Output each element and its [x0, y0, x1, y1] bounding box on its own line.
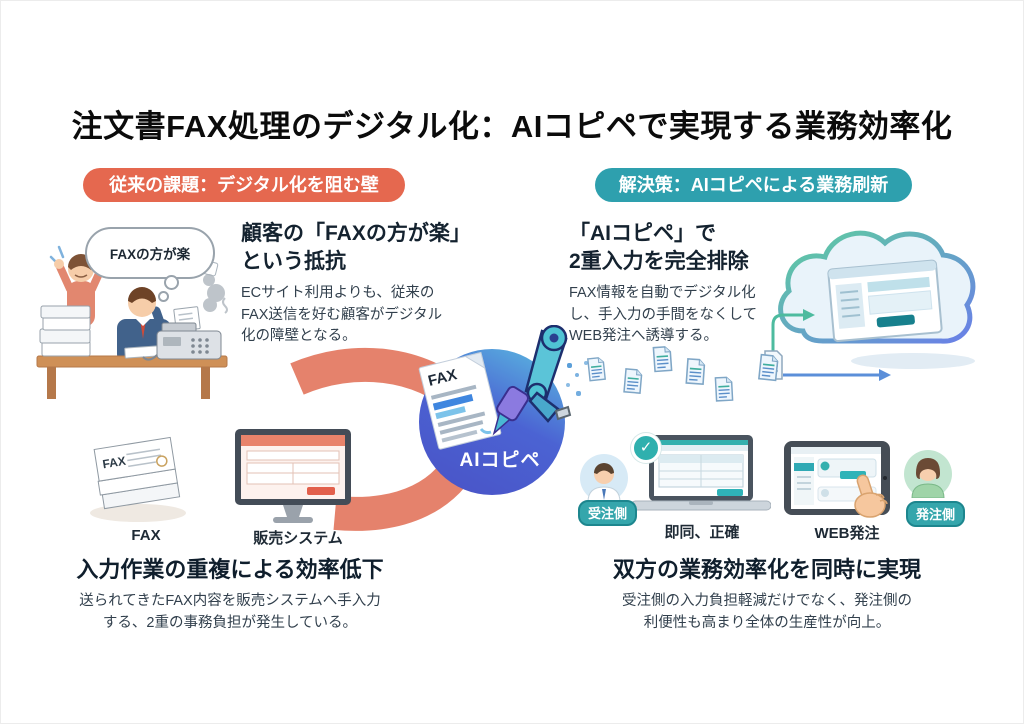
page-title: 注文書FAX処理のデジタル化：AIコピペで実現する業務効率化 [71, 109, 953, 144]
fax-paper-stack-icon: FAX [90, 436, 186, 522]
problem2-textblock: 入力作業の重複による効率低下 送られてきたFAX内容を販売システムへ手入力 する… [56, 552, 404, 635]
cloud-system-icon [764, 230, 976, 381]
solution2-body: 受注側の入力負担軽減だけでなく、発注側の 利便性も高まり全体の生産性が向上。 [622, 593, 912, 631]
flying-document-icon [623, 368, 643, 394]
pen-nozzle-icon [492, 385, 529, 436]
speed-accuracy-label: 即同、正確 [664, 524, 740, 541]
sales-system-monitor-icon [235, 429, 351, 523]
solution2-textblock: 双方の業務効率化を同時に実現 受注側の入力負担軽減だけでなく、発注側の 利便性も… [583, 552, 951, 635]
fax-label: FAX [131, 527, 161, 544]
sparkle-dot [566, 383, 570, 387]
solution1-heading: 「AIコピペ」で 2重入力を完全排除 [569, 222, 749, 273]
ai-copipe-label: AIコピペ [459, 450, 541, 471]
solution2-heading: 双方の業務効率化を同時に実現 [612, 557, 921, 582]
laptop-icon [631, 435, 771, 511]
flying-document-icon [652, 346, 673, 373]
fax-machine-icon [142, 306, 222, 361]
desk-shape [36, 355, 228, 399]
receiver-badge: 受注側 [578, 500, 638, 526]
tablet-web-order-icon [784, 441, 890, 518]
sparkle-dot [567, 363, 572, 368]
problem1-body: ECサイト利用よりも、従来の FAX送信を好む顧客がデジタル 化の障壁となる。 [241, 285, 443, 345]
sparkle-dot [575, 373, 579, 377]
flying-document-icon [587, 357, 606, 382]
orderer-avatar [904, 450, 952, 498]
robot-arm-icon [479, 325, 572, 436]
smoke-icon [203, 274, 228, 314]
receiver-avatar [580, 454, 628, 502]
cloud-shadow [851, 353, 975, 369]
thought-bubble: FAXの方が楽 [85, 227, 215, 302]
hand-cursor-icon [854, 474, 888, 518]
flying-document-icon [685, 358, 706, 385]
solution1-body: FAX情報を自動でデジタル化 し、手入力の手間をなくして WEB発注へ誘導する。 [569, 285, 758, 345]
solution1-textblock: 「AIコピペ」で 2重入力を完全排除 FAX情報を自動でデジタル化 し、手入力の… [569, 220, 807, 348]
ai-copipe-circle-illustration: FAX [418, 325, 572, 495]
problem1-heading: 顧客の「FAXの方が楽」 という抵抗 [241, 222, 471, 273]
problem2-body: 送られてきたFAX内容を販売システムへ手入力 する、2重の事務負担が発生している… [79, 593, 381, 631]
sparkle-dot [576, 391, 581, 396]
checkmark-icon: ✓ [631, 433, 661, 463]
sync-arrows-icon [771, 309, 891, 381]
flying-document-icon [758, 353, 779, 382]
fax-doc-label: FAX [426, 366, 458, 390]
problem1-textblock: 顧客の「FAXの方が楽」 という抵抗 ECサイト利用よりも、従来の FAX送信を… [241, 220, 479, 348]
problem2-heading: 入力作業の重複による効率低下 [76, 557, 384, 582]
thought-bubble-text: FAXの方が楽 [109, 247, 191, 262]
orderer-badge: 発注側 [906, 501, 966, 527]
solution-badge: 解決策：AIコピペによる業務刷新 [595, 168, 912, 202]
fax-document-icon: FAX [418, 351, 502, 450]
paper-stack-icon [39, 305, 91, 357]
flying-document-icon [714, 376, 734, 402]
sparkle-dot [584, 361, 588, 365]
problem-badge: 従来の課題：デジタル化を阻む壁 [83, 168, 405, 202]
sales-system-label: 販売システム [253, 530, 343, 547]
cloud-dashboard-screen [827, 259, 943, 343]
fax-stack-text: FAX [101, 454, 126, 471]
web-order-label: WEB発注 [814, 525, 880, 542]
